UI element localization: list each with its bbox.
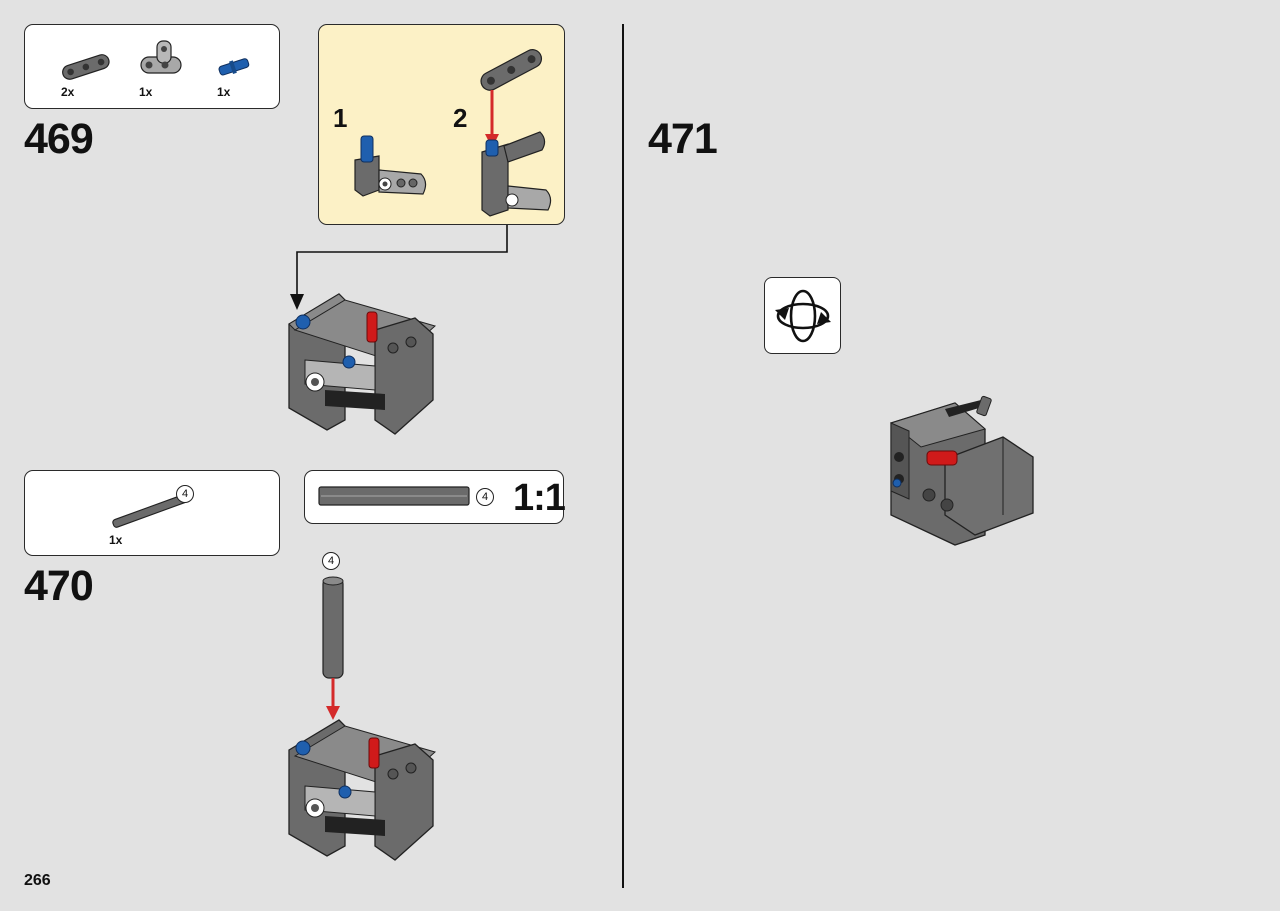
axle-scale-image bbox=[318, 486, 470, 506]
part-qty: 1x bbox=[109, 533, 123, 547]
axle-length-badge: 4 bbox=[322, 552, 340, 570]
step-469-model bbox=[288, 293, 437, 435]
axle-length-badge: 4 bbox=[176, 485, 194, 503]
part-qty: 2x bbox=[61, 85, 75, 99]
axle-length-badge: 4 bbox=[476, 488, 494, 506]
parts-list-470: 1x 4 bbox=[24, 470, 280, 556]
page-divider bbox=[622, 24, 624, 888]
scale-guide-box: 4 1:1 bbox=[304, 470, 566, 524]
step-470-model bbox=[288, 719, 437, 861]
substep-1-model bbox=[354, 135, 427, 197]
rotate-model-icon bbox=[775, 289, 831, 343]
substep-2-model bbox=[480, 49, 552, 217]
step-471-model bbox=[889, 395, 1034, 546]
beam-3-part-icon bbox=[62, 54, 110, 80]
page-number: 266 bbox=[24, 872, 51, 889]
rotate-model-box bbox=[764, 277, 841, 354]
step-number-471: 471 bbox=[648, 115, 718, 163]
step-470-axle bbox=[322, 576, 344, 720]
substep-number: 2 bbox=[453, 103, 468, 133]
part-qty: 1x bbox=[139, 85, 153, 99]
step-number-470: 470 bbox=[24, 562, 94, 610]
angle-connector-part-icon bbox=[140, 40, 182, 74]
step-number-469: 469 bbox=[24, 115, 94, 163]
part-qty: 1x bbox=[217, 85, 231, 99]
blue-pin-part-icon bbox=[218, 58, 250, 76]
scale-label: 1:1 bbox=[513, 477, 566, 519]
sub-assembly-callout: 1 2 bbox=[318, 24, 565, 225]
parts-list-469: 2x 1x 1x bbox=[24, 24, 280, 109]
substep-number: 1 bbox=[333, 103, 348, 133]
